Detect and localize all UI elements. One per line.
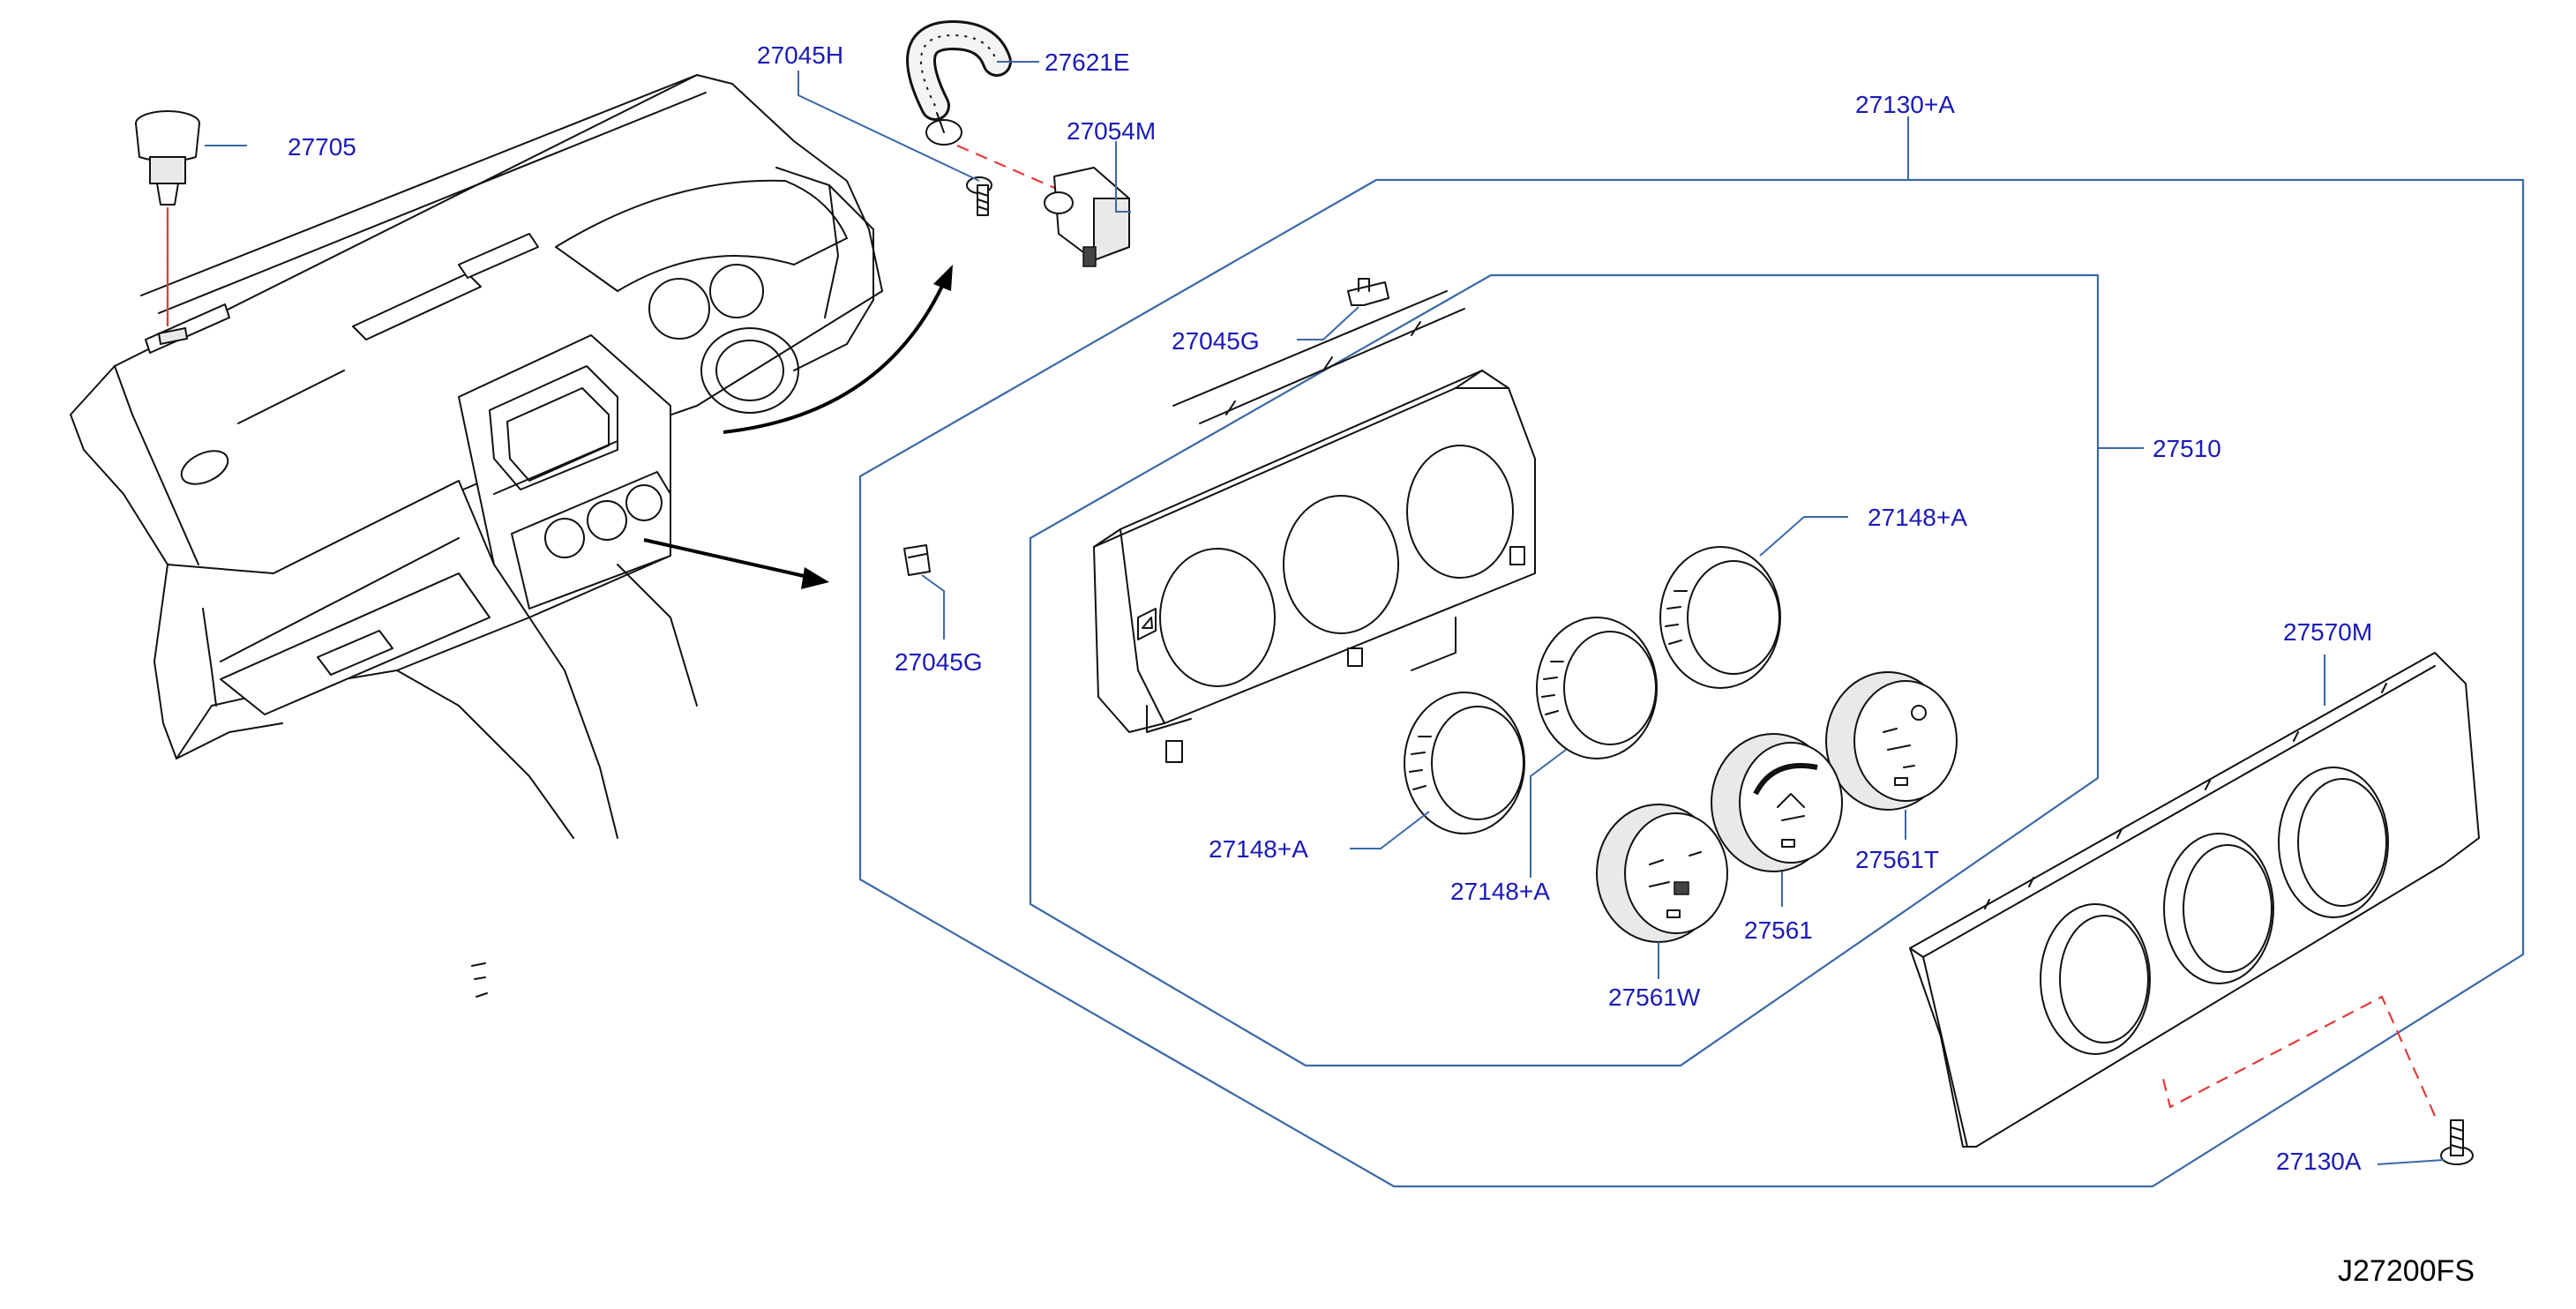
screw-27045h — [966, 176, 992, 216]
callout-arrow-lower — [643, 538, 812, 580]
leader-27148a-upper — [1759, 516, 1848, 557]
label-27130a-group: 27130+A — [1855, 91, 1955, 118]
leader-27045g-left — [921, 574, 945, 640]
leader-27054m — [1115, 141, 1131, 213]
dash-27621e — [956, 144, 1060, 191]
finisher-27570m — [1909, 652, 2480, 1148]
callout-arrowhead-lower — [801, 567, 829, 589]
drawing-code: J27200FS — [2338, 1254, 2475, 1288]
leader-27148a-middle — [1530, 749, 1567, 878]
sensor-27054m — [1044, 167, 1130, 267]
label-27561w: 27561W — [1608, 984, 1701, 1011]
label-27510: 27510 — [2153, 435, 2221, 462]
clip-27045g-top — [1347, 278, 1389, 306]
leader-27045g-top — [1297, 306, 1359, 340]
knob-27561 — [1711, 733, 1843, 872]
label-27148a-lower: 27148+A — [1209, 835, 1308, 863]
hose-27621e — [906, 19, 1012, 146]
knob-27561t — [1825, 671, 1958, 811]
sensor-27705 — [135, 110, 200, 206]
ring-27148a-middle — [1536, 617, 1658, 759]
control-housing — [1093, 290, 1536, 763]
label-27570m: 27570M — [2283, 618, 2372, 646]
label-27705: 27705 — [288, 133, 356, 161]
label-27148a-middle: 27148+A — [1450, 878, 1550, 905]
label-27045g-top: 27045G — [1172, 327, 1260, 355]
label-27621e: 27621E — [1045, 49, 1130, 76]
leader-27130a — [2377, 1159, 2445, 1165]
group-outline-27510 — [1029, 273, 2100, 1067]
leader-27148a-lower — [1350, 811, 1430, 849]
label-27045g-left: 27045G — [895, 648, 983, 676]
knob-27561w — [1596, 804, 1728, 943]
label-27148a-upper: 27148+A — [1868, 504, 1967, 531]
ring-27148a-upper — [1659, 546, 1781, 689]
screw-27130a — [2440, 1119, 2474, 1165]
group-outline-27130a — [858, 178, 2525, 1188]
label-27561: 27561 — [1744, 916, 1813, 944]
label-27054m: 27054M — [1067, 117, 1156, 145]
dash-27130a — [2160, 995, 2437, 1117]
ring-27148a-lower — [1404, 692, 1525, 834]
label-27045h: 27045H — [757, 41, 843, 69]
callout-arrow-upper — [723, 281, 946, 434]
leader-27045h — [798, 71, 980, 182]
dashboard-illustration — [70, 74, 883, 998]
callout-arrowhead-upper — [933, 265, 953, 291]
label-27130a: 27130A — [2276, 1148, 2362, 1175]
clip-27045g-left — [903, 544, 931, 576]
label-27561t: 27561T — [1855, 846, 1939, 873]
